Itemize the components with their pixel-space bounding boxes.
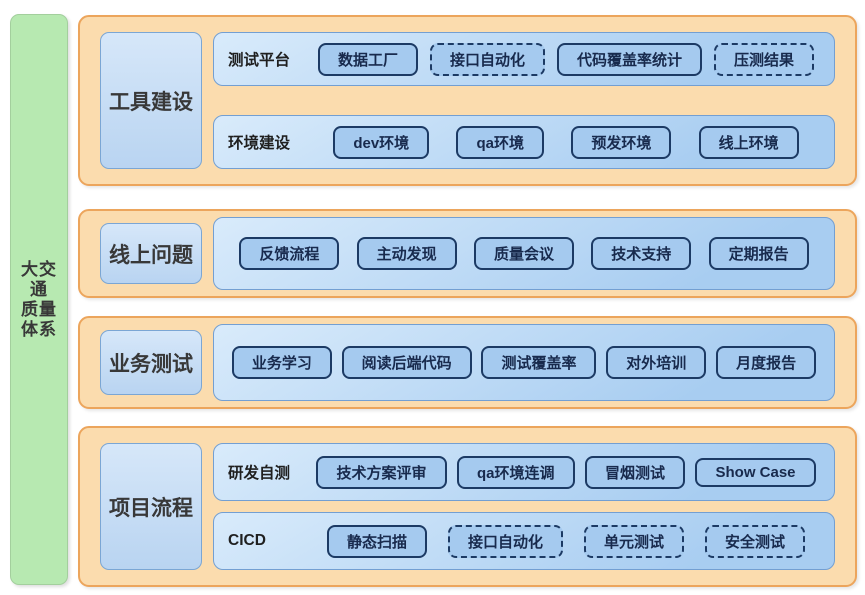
chip: 月度报告 <box>716 346 817 379</box>
chip: 阅读后端代码 <box>341 346 472 379</box>
diagram-title-line: 大交 <box>21 259 57 279</box>
chip: 反馈流程 <box>239 237 340 270</box>
chip: 冒烟测试 <box>584 455 685 489</box>
diagram-title-line: 体系 <box>21 319 57 339</box>
row-environment-building: 环境建设 dev环境 qa环境 预发环境 线上环境 <box>213 115 835 169</box>
chip: 预发环境 <box>571 125 672 159</box>
row-online-issues-items: 反馈流程 主动发现 质量会议 技术支持 定期报告 <box>213 217 835 290</box>
row-cicd-chips: 静态扫描 接口自动化 单元测试 安全测试 <box>312 524 820 558</box>
section-tools-rows: 测试平台 数据工厂 接口自动化 代码覆盖率统计 压测结果 环境建设 dev环境 … <box>213 32 835 169</box>
chip: 业务学习 <box>231 346 332 379</box>
section-business-testing-label: 业务测试 <box>100 330 202 395</box>
chip: Show Case <box>695 457 816 487</box>
chip: 定期报告 <box>708 237 809 270</box>
diagram-title-line: 质量 <box>21 299 57 319</box>
chip: 数据工厂 <box>317 42 418 76</box>
chip: 接口自动化 <box>447 524 563 558</box>
chip: 技术方案评审 <box>316 455 447 489</box>
diagram-title: 大交 通 质量 体系 <box>21 260 57 340</box>
row-test-platform: 测试平台 数据工厂 接口自动化 代码覆盖率统计 压测结果 <box>213 32 835 86</box>
chip: 接口自动化 <box>429 42 545 76</box>
row-test-platform-chips: 数据工厂 接口自动化 代码覆盖率统计 压测结果 <box>312 42 820 76</box>
row-test-platform-label: 测试平台 <box>228 52 291 69</box>
section-business-testing-rows: 业务学习 阅读后端代码 测试覆盖率 对外培训 月度报告 <box>213 324 835 401</box>
section-business-testing: 业务测试 业务学习 阅读后端代码 测试覆盖率 对外培训 月度报告 <box>78 316 857 409</box>
section-project-process-label: 项目流程 <box>100 443 202 570</box>
chip: 测试覆盖率 <box>481 346 597 379</box>
row-dev-self-test: 研发自测 技术方案评审 qa环境连调 冒烟测试 Show Case <box>213 443 835 501</box>
section-tools: 工具建设 测试平台 数据工厂 接口自动化 代码覆盖率统计 压测结果 环境建设 d… <box>78 15 857 186</box>
row-cicd: CICD 静态扫描 接口自动化 单元测试 安全测试 <box>213 512 835 570</box>
chip: qa环境连调 <box>456 455 575 489</box>
row-online-issues-chips: 反馈流程 主动发现 质量会议 技术支持 定期报告 <box>228 237 820 270</box>
section-online-issues: 线上问题 反馈流程 主动发现 质量会议 技术支持 定期报告 <box>78 209 857 298</box>
row-dev-self-test-label: 研发自测 <box>228 465 291 482</box>
system-title-bar: 大交 通 质量 体系 <box>10 14 68 585</box>
chip: qa环境 <box>456 125 544 159</box>
row-environment-building-label: 环境建设 <box>228 135 291 152</box>
chip: 单元测试 <box>583 524 684 558</box>
section-tools-label: 工具建设 <box>100 32 202 169</box>
section-online-issues-label: 线上问题 <box>100 223 202 284</box>
row-business-testing-chips: 业务学习 阅读后端代码 测试覆盖率 对外培训 月度报告 <box>228 346 820 379</box>
chip: 代码覆盖率统计 <box>556 42 702 76</box>
chip: 静态扫描 <box>326 524 427 558</box>
section-online-issues-rows: 反馈流程 主动发现 质量会议 技术支持 定期报告 <box>213 217 835 290</box>
chip: 主动发现 <box>356 237 457 270</box>
diagram-title-line: 通 <box>30 279 48 299</box>
row-dev-self-test-chips: 技术方案评审 qa环境连调 冒烟测试 Show Case <box>312 455 820 489</box>
chip: 压测结果 <box>713 42 814 76</box>
row-business-testing-items: 业务学习 阅读后端代码 测试覆盖率 对外培训 月度报告 <box>213 324 835 401</box>
section-project-process-rows: 研发自测 技术方案评审 qa环境连调 冒烟测试 Show Case CICD 静… <box>213 443 835 570</box>
section-project-process: 项目流程 研发自测 技术方案评审 qa环境连调 冒烟测试 Show Case C… <box>78 426 857 587</box>
chip: 安全测试 <box>704 524 805 558</box>
chip: 对外培训 <box>606 346 707 379</box>
chip: 技术支持 <box>591 237 692 270</box>
chip: 质量会议 <box>473 237 574 270</box>
row-environment-building-chips: dev环境 qa环境 预发环境 线上环境 <box>312 125 820 159</box>
row-cicd-label: CICD <box>228 532 266 549</box>
chip: 线上环境 <box>698 125 799 159</box>
chip: dev环境 <box>333 125 430 159</box>
